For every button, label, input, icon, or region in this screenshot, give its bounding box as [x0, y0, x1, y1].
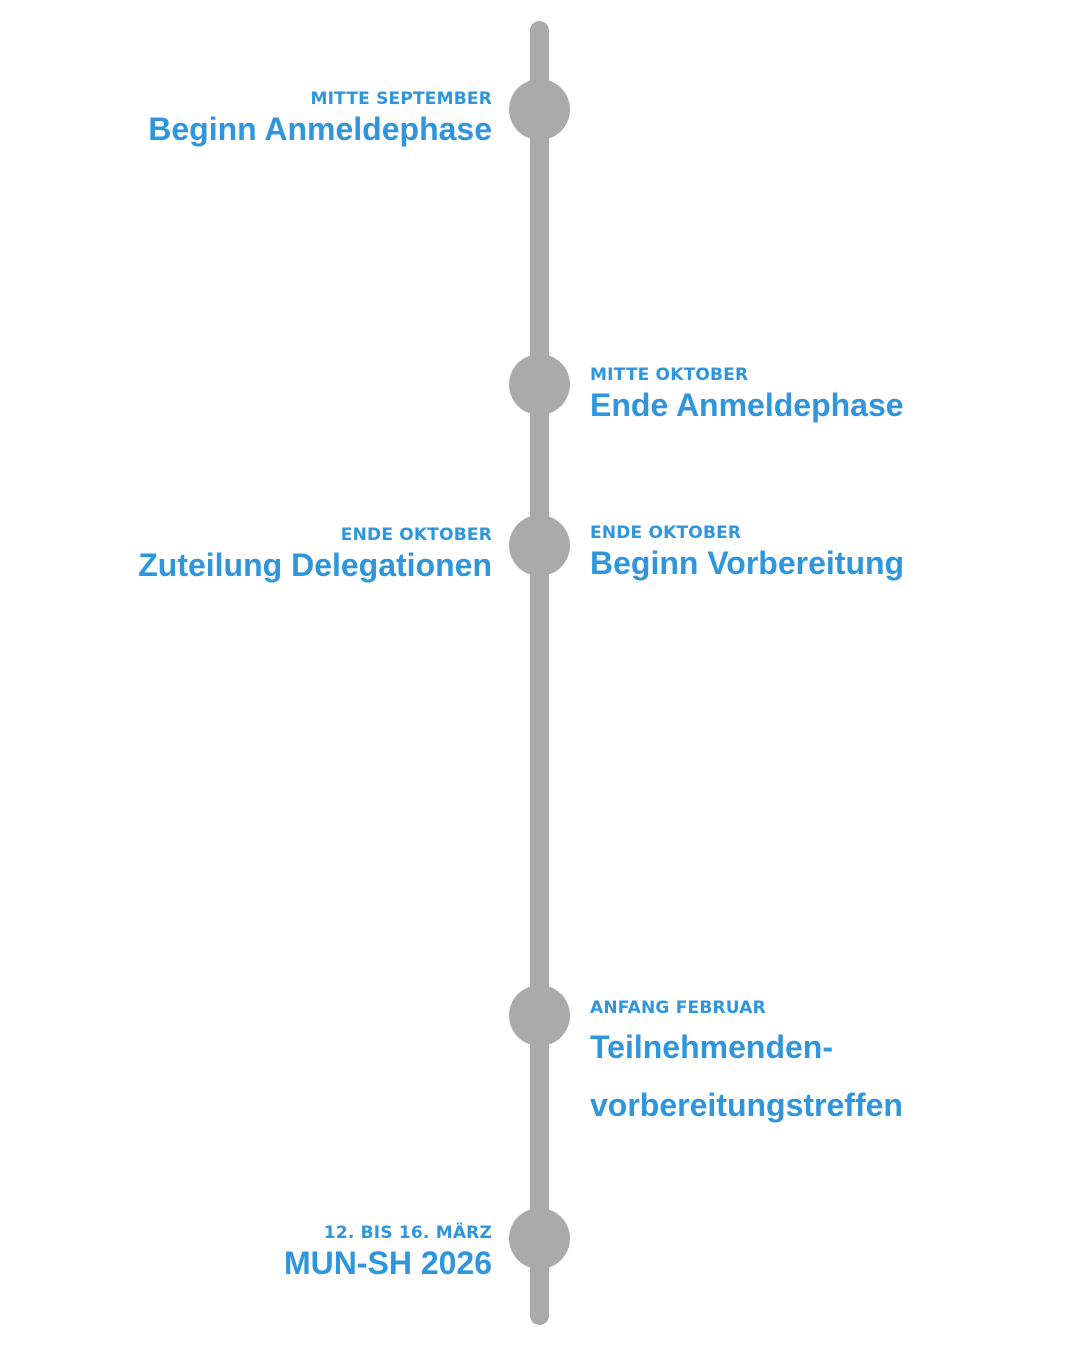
event-date: 12. BIS 16. MÄRZ — [323, 1223, 492, 1243]
event-title: Ende Anmeldephase — [590, 387, 904, 423]
event-beginn-anmeldephase: MITTE SEPTEMBER Beginn Anmeldephase — [148, 89, 492, 149]
event-mun-sh-2026: 12. BIS 16. MÄRZ MUN-SH 2026 — [284, 1223, 492, 1283]
event-date: ANFANG FEBRUAR — [590, 998, 766, 1018]
event-teilnehmendenvorbereitungstreffen: ANFANG FEBRUAR Teilnehmenden- vorbereitu… — [590, 998, 903, 1134]
event-title: Zuteilung Delegationen — [138, 547, 492, 583]
event-title-line: Teilnehmenden- — [590, 1029, 833, 1065]
event-ende-anmeldephase: MITTE OKTOBER Ende Anmeldephase — [590, 365, 904, 425]
event-title: MUN-SH 2026 — [283, 1245, 492, 1281]
event-title: Beginn Anmeldephase — [148, 111, 492, 147]
timeline-dot-3 — [509, 515, 570, 576]
timeline-line — [530, 21, 549, 1325]
event-title-line: vorbereitungstreffen — [590, 1087, 903, 1123]
event-title: Beginn Vorbereitung — [590, 545, 905, 581]
event-date: MITTE OKTOBER — [590, 365, 749, 385]
timeline-dot-5 — [509, 1208, 570, 1269]
timeline-dot-4 — [509, 985, 570, 1046]
event-zuteilung-delegationen: ENDE OKTOBER Zuteilung Delegationen — [138, 525, 492, 585]
timeline-dot-1 — [509, 79, 570, 140]
event-title: Teilnehmenden- vorbereitungstreffen — [590, 1018, 903, 1134]
timeline-dot-2 — [509, 354, 570, 415]
event-date: ENDE OKTOBER — [590, 523, 742, 543]
event-date: MITTE SEPTEMBER — [310, 89, 492, 109]
event-date: ENDE OKTOBER — [340, 525, 492, 545]
event-beginn-vorbereitung: ENDE OKTOBER Beginn Vorbereitung — [590, 523, 904, 583]
